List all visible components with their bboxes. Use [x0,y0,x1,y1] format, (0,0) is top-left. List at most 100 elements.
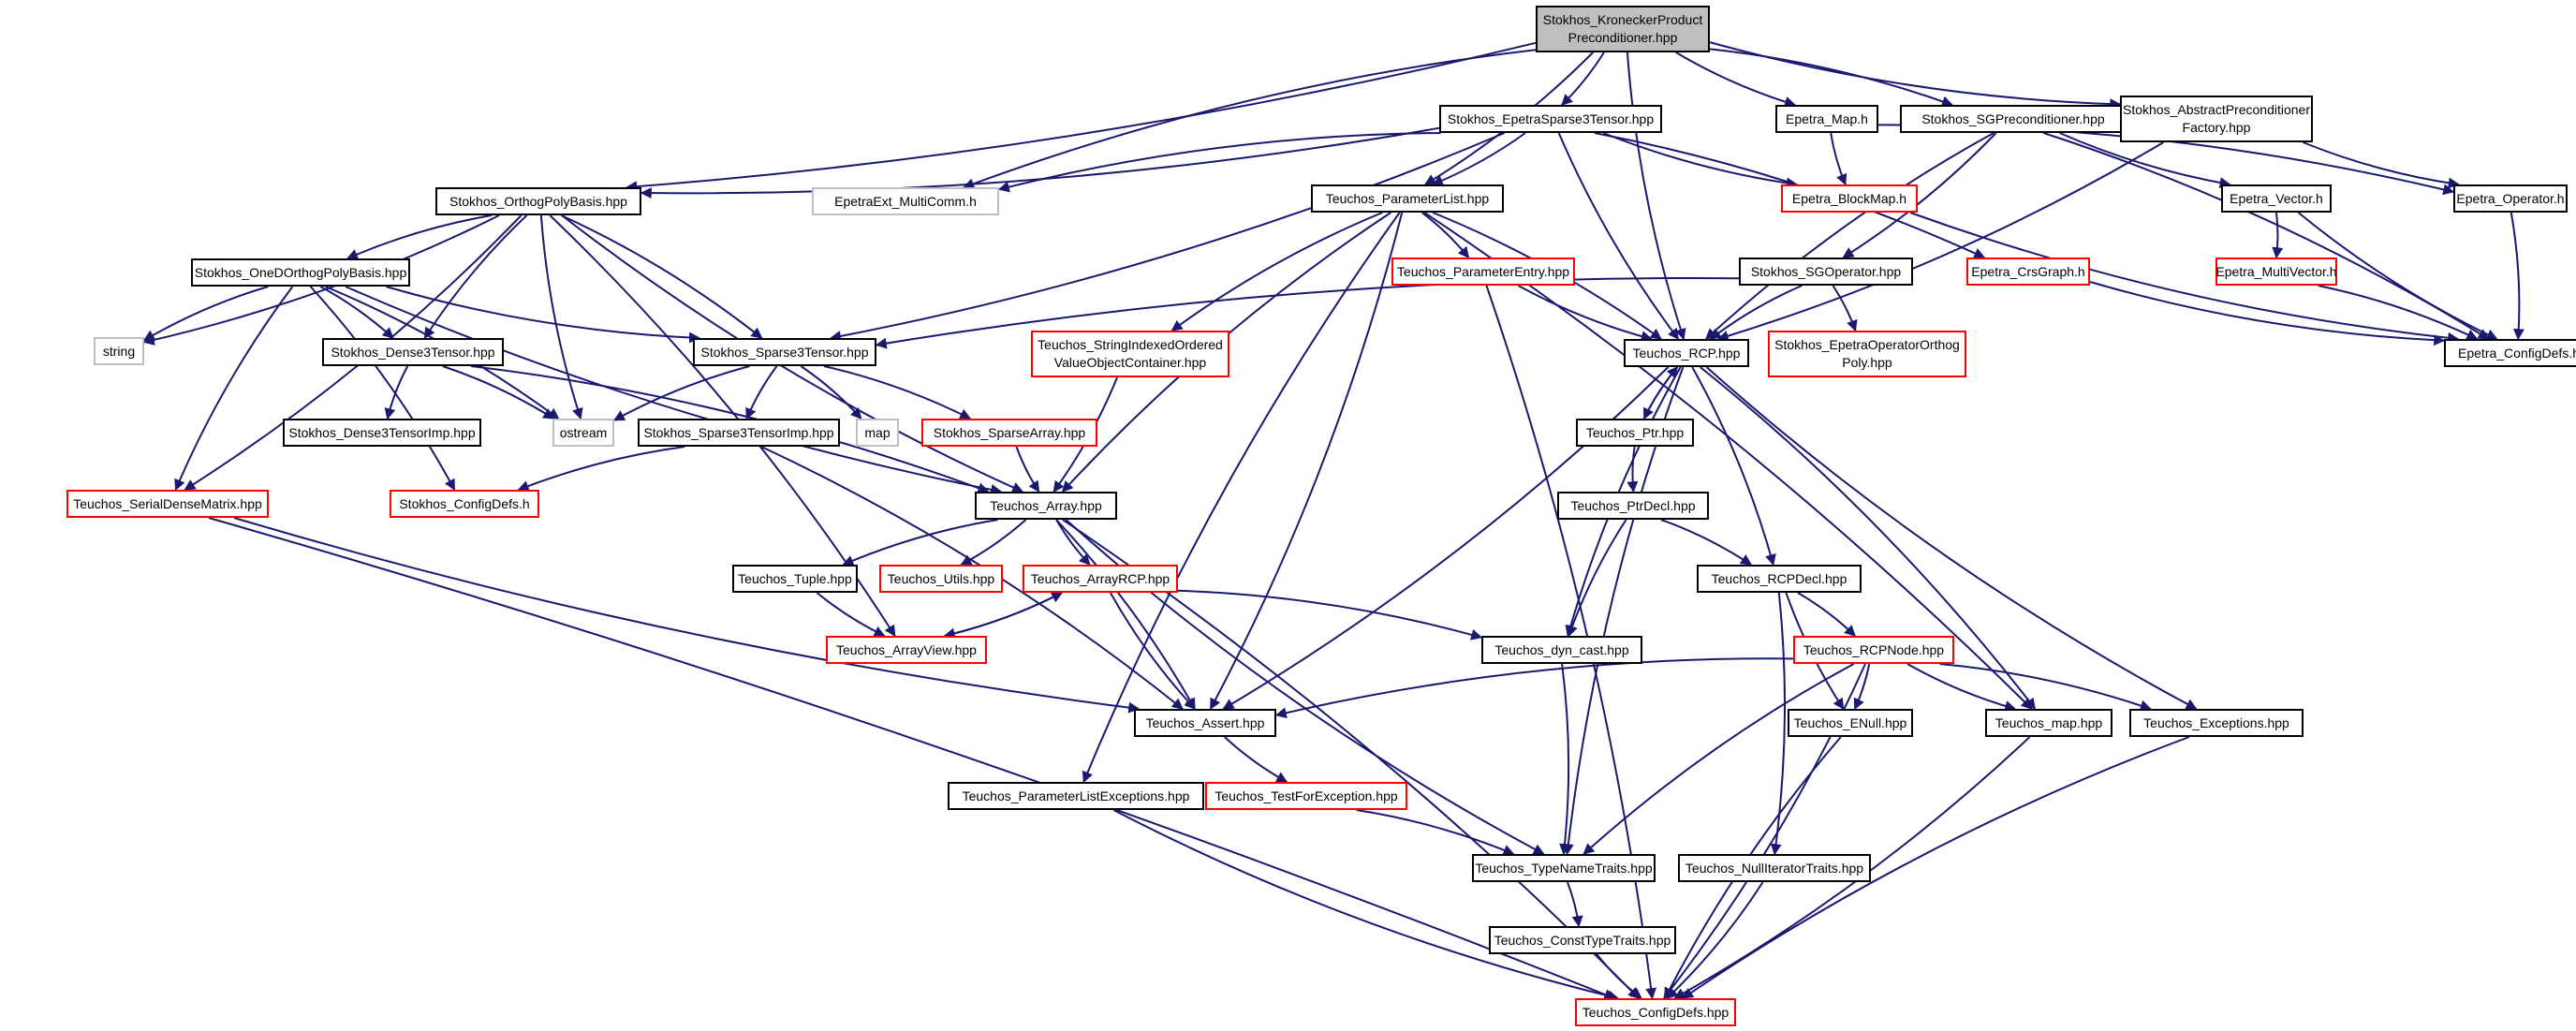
node-teuchos-config-defs[interactable]: Teuchos_ConfigDefs.hpp [1575,998,1736,1026]
node-epetra-operator-orthog-poly[interactable]: Stokhos_EpetraOperatorOrthog Poly.hpp [1768,331,1966,377]
node-teuchos-enull[interactable]: Teuchos_ENull.hpp [1788,709,1913,737]
node-epetra-operator[interactable]: Epetra_Operator.h [2453,184,2568,213]
node-label: Stokhos_Sparse3TensorImp.hpp [643,424,834,440]
node-dense3-tensor-imp[interactable]: Stokhos_Dense3TensorImp.hpp [283,419,481,447]
node-teuchos-array-rcp[interactable]: Teuchos_ArrayRCP.hpp [1023,565,1178,593]
node-label: Teuchos_ParameterEntry.hpp [1396,263,1570,279]
edge-onedortho-to-serialdense [174,286,294,492]
node-sparse3-tensor[interactable]: Stokhos_Sparse3Tensor.hpp [693,338,876,366]
edge-rcp-to-exceptions [1705,366,2198,710]
edge-blockmap-to-configdefs_h [1909,212,2460,344]
node-teuchos-dyn-cast[interactable]: Teuchos_dyn_cast.hpp [1481,636,1642,664]
node-sparse-array[interactable]: Stokhos_SparseArray.hpp [921,419,1097,447]
node-label: Teuchos_Utils.hpp [887,570,995,586]
node-epetra-vector[interactable]: Epetra_Vector.h [2221,184,2332,213]
node-label: Stokhos_EpetraOperatorOrthog Poly.hpp [1774,337,1960,370]
edge-rcp-to-rcpdecl [1691,366,1776,567]
node-teuchos-map[interactable]: Teuchos_map.hpp [1985,709,2112,737]
node-label: Stokhos_SparseArray.hpp [933,424,1086,440]
node-teuchos-rcp-decl[interactable]: Teuchos_RCPDecl.hpp [1697,565,1862,593]
node-sparse3-tensor-imp[interactable]: Stokhos_Sparse3TensorImp.hpp [638,419,840,447]
edge-epetrasparse3-to-sparse3 [830,132,1506,342]
edge-ptr-to-rcp [1642,366,1679,420]
node-kronecker-product-preconditioner[interactable]: Stokhos_KroneckerProduct Preconditioner.… [1536,6,1710,52]
node-epetraext-multicomm[interactable]: EpetraExt_MultiComm.h [812,187,999,215]
edge-epetramap-to-blockmap [1830,132,1847,186]
node-label: Teuchos_Assert.hpp [1145,714,1265,730]
node-map[interactable]: map [856,419,899,447]
edge-ptrdecl-to-dyncast [1567,519,1627,638]
node-serial-dense-matrix[interactable]: Teuchos_SerialDenseMatrix.hpp [66,490,269,518]
edge-dense3-to-ostream [442,365,555,420]
node-label: Epetra_Map.h [1786,110,1868,126]
node-teuchos-tuple[interactable]: Teuchos_Tuple.hpp [732,565,858,593]
node-teuchos-ptr[interactable]: Teuchos_Ptr.hpp [1576,419,1694,447]
node-label: ostream [559,424,608,440]
node-teuchos-array[interactable]: Teuchos_Array.hpp [975,492,1117,520]
node-ostream[interactable]: ostream [552,419,614,447]
node-parameter-list-exceptions[interactable]: Teuchos_ParameterListExceptions.hpp [948,782,1204,810]
node-parameter-list[interactable]: Teuchos_ParameterList.hpp [1311,184,1504,213]
edge-absprec-to-rcp [1716,141,2164,342]
node-label: Stokhos_SGOperator.hpp [1750,263,1902,279]
node-string[interactable]: string [94,337,144,365]
edge-serialdense-to-tconfig [208,517,1616,1000]
node-epetra-sparse3-tensor[interactable]: Stokhos_EpetraSparse3Tensor.hpp [1439,105,1662,133]
node-label: Teuchos_Ptr.hpp [1585,424,1685,440]
node-teuchos-rcp[interactable]: Teuchos_RCP.hpp [1624,339,1749,367]
edge-ptrdecl-to-rcpdecl [1660,519,1753,566]
edge-sparsearray-to-array [1015,446,1040,493]
node-abstract-preconditioner-factory[interactable]: Stokhos_AbstractPreconditioner Factory.h… [2120,96,2313,142]
node-parameter-entry[interactable]: Teuchos_ParameterEntry.hpp [1391,258,1575,286]
edge-ptr-to-ptrdecl [1627,446,1639,493]
node-label: Teuchos_ENull.hpp [1793,714,1907,730]
node-teuchos-exceptions[interactable]: Teuchos_Exceptions.hpp [2129,709,2304,737]
edge-orthopoly-to-onedortho [346,214,493,260]
node-label: Teuchos_Array.hpp [990,497,1102,513]
node-label: Stokhos_ConfigDefs.h [399,495,530,511]
node-label: Teuchos_ParameterList.hpp [1325,190,1490,206]
edge-sgprec-to-epetravector [2059,132,2231,189]
node-const-type-traits[interactable]: Teuchos_ConstTypeTraits.hpp [1489,926,1676,954]
node-teuchos-utils[interactable]: Teuchos_Utils.hpp [879,565,1003,593]
node-sg-operator[interactable]: Stokhos_SGOperator.hpp [1739,258,1913,286]
node-label: Stokhos_EpetraSparse3Tensor.hpp [1447,110,1655,126]
node-teuchos-rcp-node[interactable]: Teuchos_RCPNode.hpp [1793,636,1954,664]
node-epetra-crs-graph[interactable]: Epetra_CrsGraph.h [1966,258,2090,286]
node-epetra-config-defs[interactable]: Epetra_ConfigDefs.h [2444,339,2576,367]
edge-serialdense-to-assert [233,517,1141,714]
edge-tuple-to-arrayview [816,592,886,637]
node-teuchos-assert[interactable]: Teuchos_Assert.hpp [1134,709,1276,737]
node-sg-preconditioner[interactable]: Stokhos_SGPreconditioner.hpp [1900,105,2127,133]
edge-root-to-absprec [1709,41,2122,110]
edge-paramlist-to-paramentry [1420,212,1470,258]
edge-array-to-tuple [842,519,998,567]
node-label: Teuchos_ArrayView.hpp [836,641,977,657]
node-label: Stokhos_SGPreconditioner.hpp [1921,110,2105,126]
edge-epetravector-to-multivector [2272,212,2284,259]
edge-epetrasparse3-to-blockmap [1602,132,1798,189]
node-dense3-tensor[interactable]: Stokhos_Dense3Tensor.hpp [322,338,504,366]
node-test-for-exception[interactable]: Teuchos_TestForException.hpp [1205,782,1407,810]
edge-paramlist-to-stringindexed [1170,212,1383,331]
edge-sparse3-to-map [800,365,862,420]
edge-epetravector-to-configdefs_h [2297,212,2498,340]
node-orthog-poly-basis[interactable]: Stokhos_OrthogPolyBasis.hpp [435,187,641,215]
node-string-indexed-container[interactable]: Teuchos_StringIndexedOrdered ValueObject… [1031,331,1229,377]
node-teuchos-ptr-decl[interactable]: Teuchos_PtrDecl.hpp [1557,492,1709,520]
node-type-name-traits[interactable]: Teuchos_TypeNameTraits.hpp [1472,854,1656,882]
node-label: EpetraExt_MultiComm.h [834,193,977,209]
node-label: Teuchos_Tuple.hpp [738,570,852,586]
node-label: Stokhos_Dense3TensorImp.hpp [288,424,476,440]
node-oned-orthog-poly-basis[interactable]: Stokhos_OneDOrthogPolyBasis.hpp [191,258,410,287]
node-teuchos-array-view[interactable]: Teuchos_ArrayView.hpp [826,636,987,664]
node-epetra-block-map[interactable]: Epetra_BlockMap.h [1781,184,1918,213]
edge-absprec-to-epetraoperator [2303,141,2460,189]
edge-sgoperator-to-rcp [1709,285,1803,340]
node-epetra-multivector[interactable]: Epetra_MultiVector.h [2215,258,2337,286]
node-null-iterator-traits[interactable]: Teuchos_NullIteratorTraits.hpp [1678,854,1871,882]
node-stokhos-config-defs[interactable]: Stokhos_ConfigDefs.h [390,490,539,518]
edge-onedortho-to-string [142,286,269,342]
node-epetra-map[interactable]: Epetra_Map.h [1775,105,1878,133]
